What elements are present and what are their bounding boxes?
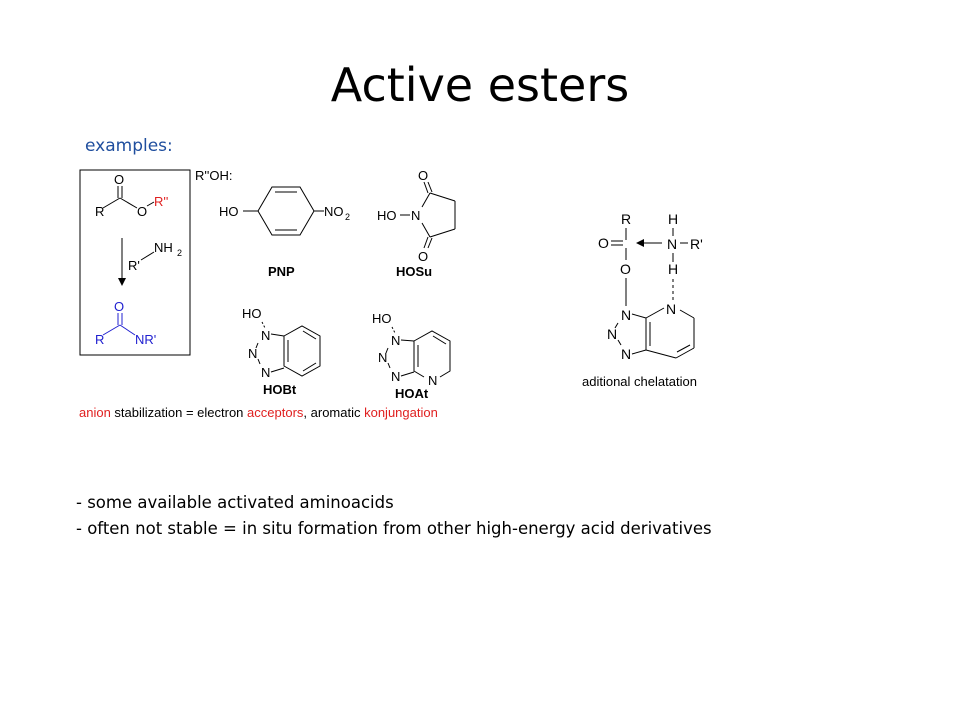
reactant-r: R	[95, 204, 104, 219]
amine-nh: NH	[154, 240, 173, 255]
chelation-n2: N	[607, 326, 617, 342]
stabilization-line: anion stabilization = electron acceptors…	[79, 405, 438, 420]
slide-title: Active esters	[330, 58, 630, 112]
examples-label: examples:	[85, 136, 173, 156]
product-amide: O R NR'	[95, 299, 156, 347]
hobt-n1: N	[261, 328, 270, 343]
chelation-r1: R'	[690, 236, 703, 252]
bullet-item: - some available activated aminoacids	[76, 493, 394, 512]
chelation-caption: aditional chelatation	[582, 374, 697, 389]
bullet-list: - some available activated aminoacids - …	[76, 490, 712, 542]
hosu-ho: HO	[377, 208, 397, 223]
hosu-o-bottom: O	[418, 249, 428, 264]
product-o: O	[114, 299, 124, 314]
reaction-scheme: O R O R'' R' NH 2 O R NR' R''OH: HO	[79, 168, 703, 420]
chelation-h-top: H	[668, 211, 678, 227]
pnp-name: PNP	[268, 264, 295, 279]
reactant-r2: R''	[154, 194, 168, 209]
product-nr: NR'	[135, 332, 156, 347]
product-r: R	[95, 332, 104, 347]
chelation-n-amine: N	[667, 236, 677, 252]
pnp-no: NO	[324, 204, 344, 219]
hosu-structure: HO N O O HOSu	[377, 168, 456, 279]
hobt-name: HOBt	[263, 382, 297, 397]
hobt-n3: N	[261, 365, 270, 380]
reaction-box-frame	[79, 169, 191, 356]
roh-label: R''OH:	[195, 168, 232, 183]
stabilization-aromatic: , aromatic	[303, 405, 364, 420]
pnp-structure: HO NO 2 PNP	[219, 186, 350, 279]
pnp-sub: 2	[345, 212, 350, 222]
stabilization-acceptors: acceptors	[247, 405, 304, 420]
amine-reagent: R' NH 2	[128, 240, 182, 273]
hoat-ho: HO	[372, 311, 392, 326]
hosu-name: HOSu	[396, 264, 432, 279]
hobt-n2: N	[248, 346, 257, 361]
stabilization-anion: anion	[79, 405, 111, 420]
hosu-n: N	[411, 208, 420, 223]
chelation-structure: R O O H N R' H N N N N aditional chelata…	[582, 211, 703, 389]
chelation-r: R	[621, 211, 631, 227]
hoat-n3: N	[391, 369, 400, 384]
chelation-n3: N	[621, 346, 631, 362]
hoat-name: HOAt	[395, 386, 429, 401]
hoat-n2: N	[378, 350, 387, 365]
chelation-o-ester: O	[620, 261, 631, 277]
chelation-n1: N	[621, 307, 631, 323]
stabilization-konjungation: konjungation	[364, 405, 438, 420]
hoat-n1: N	[391, 333, 400, 348]
amine-r1: R'	[128, 258, 140, 273]
hobt-ho: HO	[242, 306, 262, 321]
stabilization-mid: stabilization = electron	[111, 405, 247, 420]
reaction-box: O R O R'' R' NH 2 O R NR'	[79, 169, 191, 356]
reactant-ester: O R O R''	[95, 172, 168, 219]
chelation-n-py: N	[666, 301, 676, 317]
reactant-o-carbonyl: O	[114, 172, 124, 187]
pnp-ho: HO	[219, 204, 239, 219]
amine-sub: 2	[177, 248, 182, 258]
chelation-h-bottom: H	[668, 261, 678, 277]
hoat-n-py: N	[428, 373, 437, 388]
reactant-o-ester: O	[137, 204, 147, 219]
bullet-item: - often not stable = in situ formation f…	[76, 519, 712, 538]
hobt-structure: HO N N N HOBt	[242, 306, 321, 397]
hoat-structure: HO N N N N HOAt	[372, 311, 451, 401]
chelation-o-carbonyl: O	[598, 235, 609, 251]
hosu-o-top: O	[418, 168, 428, 183]
